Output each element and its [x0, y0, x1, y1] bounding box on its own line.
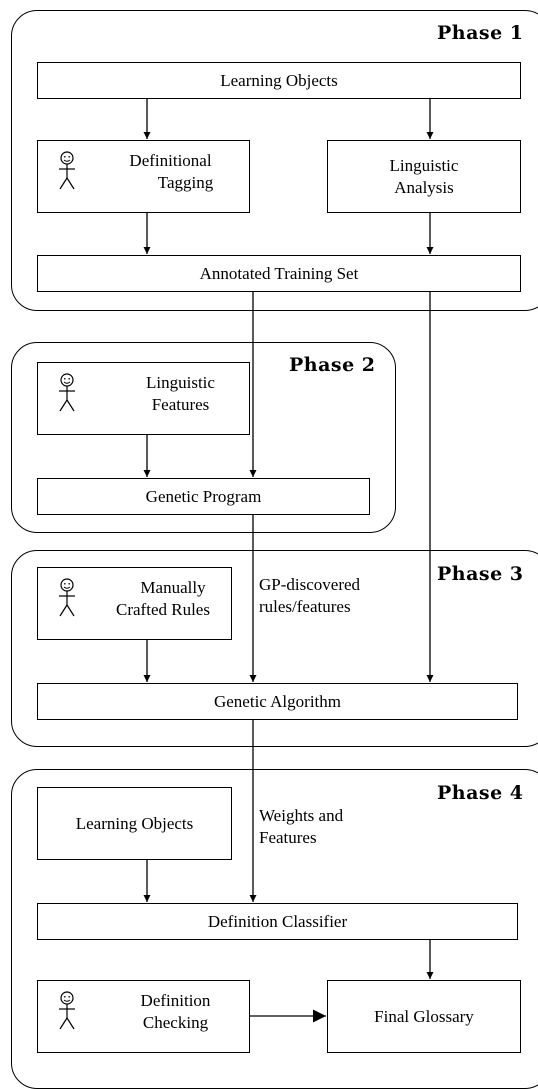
learning-objects-box: Learning Objects: [37, 62, 521, 99]
manually-crafted-rules-box: Manually Crafted Rules: [37, 567, 232, 640]
definition-classifier-label: Definition Classifier: [207, 911, 348, 931]
phase-2-panel: [11, 342, 396, 533]
stick-figure-person-icon: [59, 151, 75, 190]
genetic-algorithm-box: Genetic Algorithm: [37, 683, 518, 720]
final-glossary-box: Final Glossary: [327, 980, 521, 1053]
linguistic-features-box: Linguistic Features: [37, 362, 250, 435]
final-glossary-label: Final Glossary: [374, 1006, 474, 1026]
gp-discovered-note-line-2: rules/features: [259, 597, 351, 616]
definitional-tagging-box: Definitional Tagging: [37, 140, 250, 213]
stick-figure-person-icon: [59, 991, 75, 1030]
linguistic-features-label-1: Linguistic: [146, 373, 215, 392]
definition-classifier-box: Definition Classifier: [37, 903, 518, 940]
linguistic-features-label-2: Features: [151, 395, 210, 414]
learning-objects-box-2: Learning Objects: [37, 787, 232, 860]
phase-1-title: Phase 1: [437, 22, 524, 44]
definition-checking-label-1: Definition: [140, 991, 211, 1010]
definitional-tagging-label-1: Definitional: [129, 151, 212, 170]
learning-objects-label: Learning Objects: [220, 70, 338, 90]
manually-crafted-rules-label-2: Crafted Rules: [116, 600, 210, 619]
genetic-algorithm-label: Genetic Algorithm: [213, 691, 341, 711]
definition-checking-box: Definition Checking: [37, 980, 250, 1053]
learning-objects-2-label: Learning Objects: [75, 813, 194, 833]
definitional-tagging-label-2: Tagging: [157, 173, 214, 192]
weights-features-note: Weights and Features: [259, 805, 343, 849]
annotated-training-set-box: Annotated Training Set: [37, 255, 521, 292]
stick-figure-person-icon: [59, 578, 75, 617]
manually-crafted-rules-label-1: Manually: [140, 578, 206, 597]
phase-4-title: Phase 4: [437, 782, 524, 804]
genetic-program-label: Genetic Program: [145, 486, 262, 506]
definition-checking-label-2: Checking: [142, 1013, 209, 1032]
genetic-program-box: Genetic Program: [37, 478, 370, 515]
linguistic-analysis-label-2: Analysis: [394, 177, 454, 197]
gp-discovered-note-line-1: GP-discovered: [259, 575, 361, 594]
phase-1-panel: [11, 10, 538, 311]
linguistic-analysis-label-1: Linguistic: [389, 155, 459, 175]
gp-discovered-note: GP-discovered rules/features: [259, 574, 360, 618]
phase-3-title: Phase 3: [437, 563, 524, 585]
linguistic-analysis-box: Linguistic Analysis: [327, 140, 521, 213]
weights-features-note-line-2: Features: [259, 828, 317, 847]
annotated-training-set-label: Annotated Training Set: [199, 263, 359, 283]
stick-figure-person-icon: [59, 373, 75, 412]
phase-3-panel: [11, 550, 538, 747]
phase-2-title: Phase 2: [289, 354, 376, 376]
weights-features-note-line-1: Weights and: [259, 806, 344, 825]
